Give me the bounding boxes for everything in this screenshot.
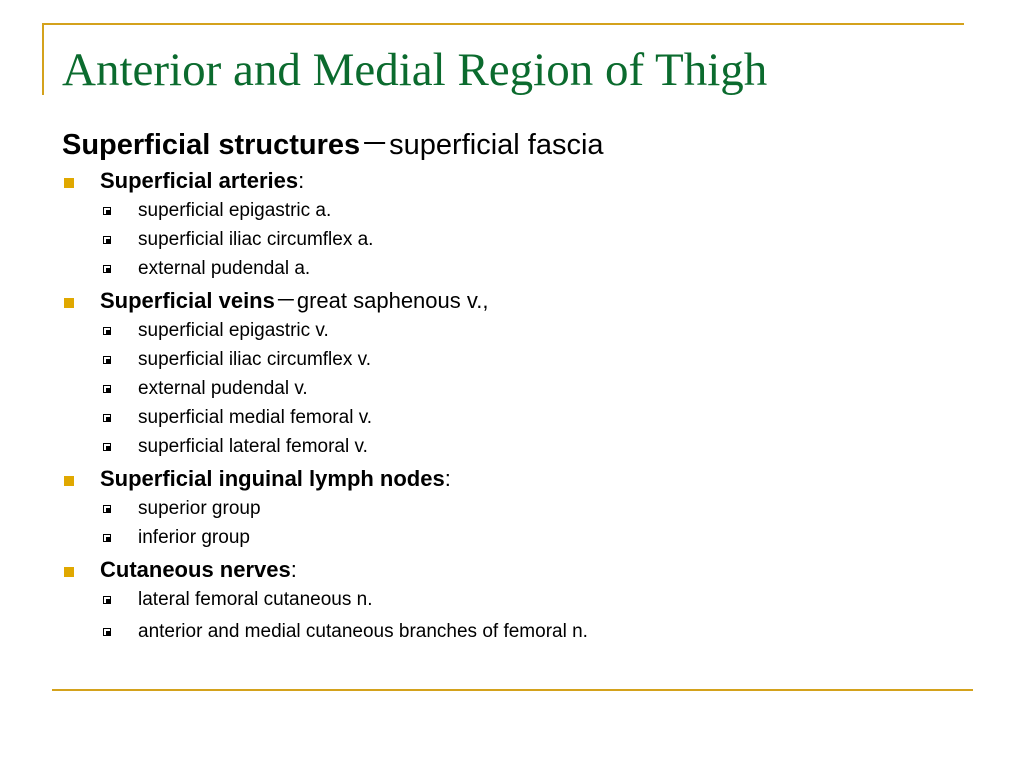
slide-title: Anterior and Medial Region of Thigh — [62, 44, 768, 96]
square-bullet-icon — [64, 476, 74, 486]
hollow-square-bullet-icon — [103, 236, 111, 244]
list-item: lateral femoral cutaneous n. — [138, 589, 373, 610]
hollow-square-bullet-icon — [103, 534, 111, 542]
section-label: Superficial arteries — [100, 168, 299, 193]
list-item: superficial iliac circumflex v. — [138, 349, 371, 370]
list-item: external pudendal v. — [138, 378, 308, 399]
list-item: superficial iliac circumflex a. — [138, 229, 374, 250]
hollow-square-bullet-icon — [103, 207, 111, 215]
hollow-square-bullet-icon — [103, 628, 111, 636]
list-item: inferior group — [138, 527, 250, 548]
section-suffix: : — [290, 557, 297, 582]
list-item: anterior and medial cutaneous branches o… — [138, 621, 588, 642]
hollow-square-bullet-icon — [103, 385, 111, 393]
hollow-square-bullet-icon — [103, 356, 111, 364]
section-suffix: －great saphenous v., — [274, 288, 489, 313]
heading-strong: Superficial structures — [62, 129, 361, 161]
list-item: external pudendal a. — [138, 258, 311, 279]
section-lymph-nodes: Superficial inguinal lymph nodes: — [100, 465, 451, 493]
top-rule — [42, 23, 964, 25]
hollow-square-bullet-icon — [103, 505, 111, 513]
hollow-square-bullet-icon — [103, 265, 111, 273]
square-bullet-icon — [64, 567, 74, 577]
hollow-square-bullet-icon — [103, 596, 111, 604]
list-item: superficial epigastric a. — [138, 200, 332, 221]
hollow-square-bullet-icon — [103, 414, 111, 422]
square-bullet-icon — [64, 298, 74, 308]
list-item: superior group — [138, 498, 261, 519]
section-cutaneous-nerves: Cutaneous nerves: — [100, 556, 297, 584]
heading: Superficial structures－superficial fasci… — [62, 126, 604, 164]
left-rule — [42, 23, 44, 95]
section-label: Cutaneous nerves — [100, 557, 291, 582]
list-item: superficial medial femoral v. — [138, 407, 373, 428]
list-item: superficial lateral femoral v. — [138, 436, 368, 457]
square-bullet-icon — [64, 178, 74, 188]
section-label: Superficial veins — [100, 288, 275, 313]
list-item: superficial epigastric v. — [138, 320, 329, 341]
section-arteries: Superficial arteries: — [100, 167, 304, 195]
heading-rest: －superficial fascia — [360, 129, 604, 161]
section-suffix: : — [298, 168, 305, 193]
section-veins: Superficial veins－great saphenous v., — [100, 287, 488, 315]
section-suffix: : — [444, 466, 451, 491]
section-label: Superficial inguinal lymph nodes — [100, 466, 445, 491]
bottom-rule — [52, 689, 973, 691]
hollow-square-bullet-icon — [103, 327, 111, 335]
hollow-square-bullet-icon — [103, 443, 111, 451]
